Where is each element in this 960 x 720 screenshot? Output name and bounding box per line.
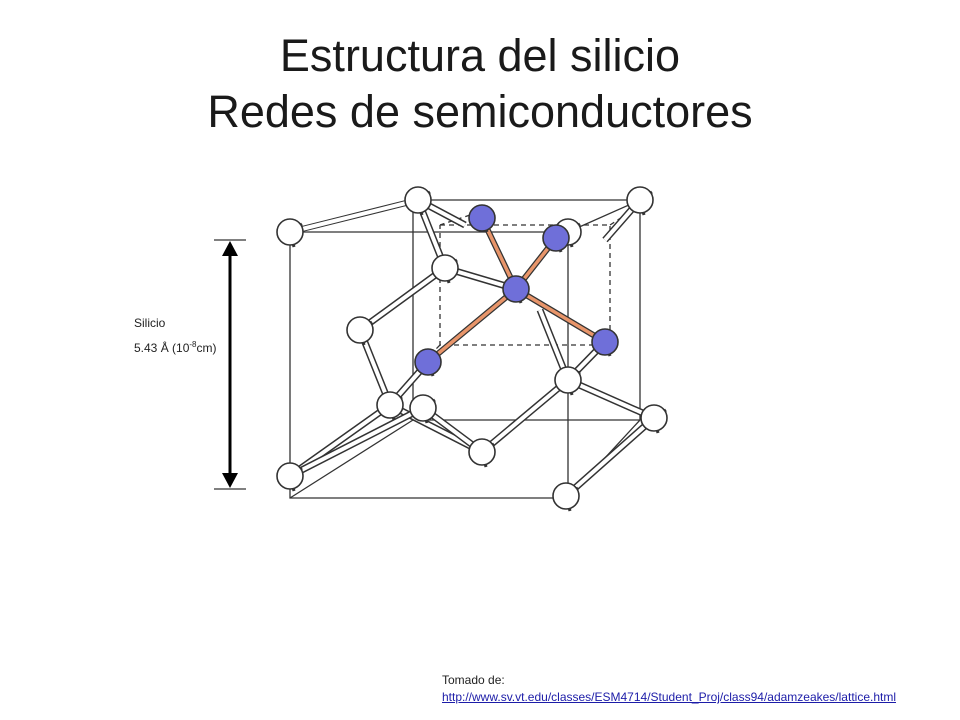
highlighted-silicon-atom (542, 224, 570, 252)
highlighted-silicon-atom (502, 275, 530, 303)
silicon-atom (276, 462, 304, 490)
dimension-material-label: Silicio (134, 316, 166, 330)
silicon-atom (276, 218, 304, 246)
silicon-atom (431, 254, 459, 282)
title-line-2: Redes de semiconductores (207, 86, 753, 137)
highlighted-silicon-atom (591, 328, 619, 356)
silicon-atom (346, 316, 374, 344)
silicon-atom (409, 394, 437, 422)
lattice-atoms (276, 186, 668, 512)
silicon-atom (626, 186, 654, 214)
silicon-atom (404, 186, 432, 214)
silicon-atom (376, 391, 404, 419)
silicon-atom (552, 482, 580, 510)
bond (567, 378, 655, 420)
highlighted-silicon-atom (468, 204, 496, 232)
bond (480, 378, 570, 454)
cube-frame (289, 199, 641, 499)
highlighted-silicon-atom (414, 348, 442, 376)
source-label: Tomado de: (442, 673, 505, 687)
source-citation: Tomado de: http://www.sv.vt.edu/classes/… (442, 672, 896, 706)
silicon-atom (554, 366, 582, 394)
highlight-bond (426, 287, 518, 364)
slide-title: Estructura del silicio Redes de semicond… (0, 28, 960, 140)
title-line-1: Estructura del silicio (279, 30, 681, 81)
bond (289, 406, 424, 478)
silicon-atom (468, 438, 496, 466)
dimension-value-label: 5.43 Å (10-8cm) (134, 340, 217, 355)
lattice-bonds (289, 197, 419, 235)
highlight-bond (515, 287, 606, 344)
bond (358, 266, 447, 332)
silicon-atom (640, 404, 668, 432)
dimension-arrow (214, 239, 246, 490)
source-link[interactable]: http://www.sv.vt.edu/classes/ESM4714/Stu… (442, 690, 896, 704)
bond (564, 416, 656, 498)
